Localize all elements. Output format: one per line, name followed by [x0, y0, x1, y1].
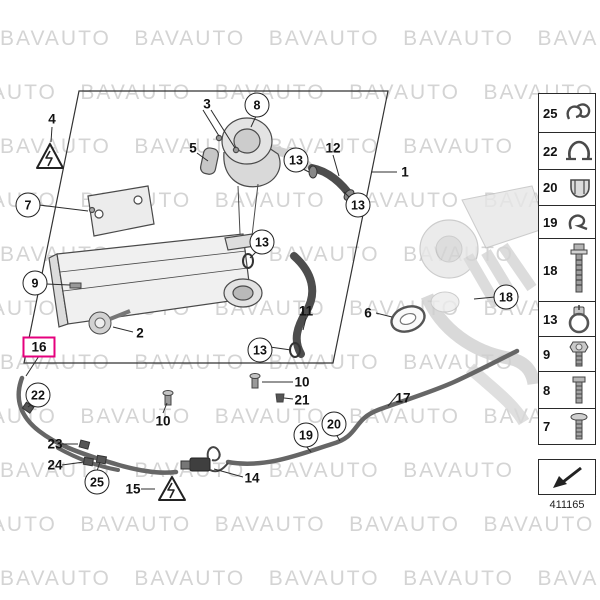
sidebar-part-8: 8 — [538, 371, 596, 409]
hose-clamp-icon — [562, 304, 595, 334]
part-number: 8 — [543, 382, 551, 398]
direction-arrow-icon — [553, 466, 582, 488]
gasket — [390, 305, 426, 333]
sidebar-part-25: 25 — [538, 93, 596, 133]
sidebar-part-19: 19 — [538, 205, 596, 239]
screw-icon — [562, 412, 595, 442]
long-screw-icon — [562, 242, 595, 298]
sidebar-part-18: 18 — [538, 238, 596, 302]
part-number: 18 — [543, 262, 558, 278]
part-number: 22 — [543, 143, 558, 159]
part-number: 7 — [543, 419, 551, 434]
warning-triangle-icon — [158, 476, 186, 501]
hex-bolt-icon — [562, 339, 595, 369]
sidebar-footer: 411165 — [538, 454, 596, 511]
diagram-number: 411165 — [549, 499, 585, 511]
vacuum-unit — [88, 309, 131, 335]
egr-cooler — [48, 233, 263, 328]
sidebar-part-9: 9 — [538, 336, 596, 372]
mounting-bracket — [87, 185, 155, 237]
hose-16 — [16, 375, 179, 475]
hose-11 — [290, 252, 317, 358]
sidebar-part-7: 7 — [538, 408, 596, 445]
sidebar-part-13: 13 — [538, 301, 596, 337]
spring-clip-icon — [562, 99, 595, 127]
exhaust-sensor — [180, 446, 229, 473]
sidebar-part-22: 22 — [538, 132, 596, 170]
small-fasteners — [69, 282, 285, 406]
part-number: 25 — [543, 105, 558, 121]
hose-17 — [225, 348, 520, 466]
sidebar-part-20: 20 — [538, 169, 596, 206]
warning-triangle-icons — [36, 143, 186, 501]
hose-clip-icon — [562, 137, 595, 165]
stud-screw-icon — [562, 375, 595, 405]
egr-valve — [199, 117, 313, 237]
part-number: 20 — [543, 180, 558, 195]
part-number: 13 — [543, 311, 558, 327]
leader-lines — [25, 109, 496, 490]
retaining-clip-icon — [562, 209, 595, 235]
part-number: 9 — [543, 346, 551, 362]
warning-triangle-icon — [36, 143, 64, 169]
part-number: 19 — [543, 214, 558, 230]
parts-sidebar: 25 22 20 19 18 13 9 8 7 — [538, 93, 596, 445]
direction-arrow-box — [538, 459, 596, 495]
cable-clip-icon — [562, 174, 595, 202]
